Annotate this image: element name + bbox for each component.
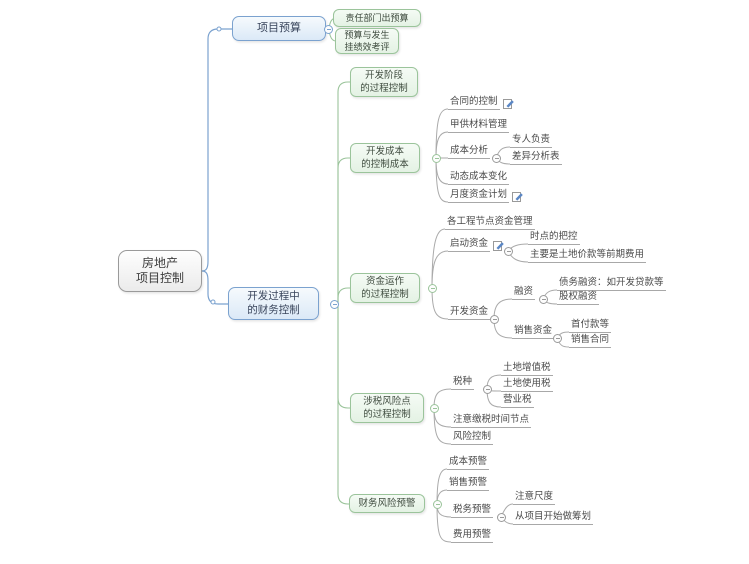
topic-perf-link[interactable]: 预算与发生 挂绩效考评 xyxy=(335,28,399,54)
topic-tax-alert[interactable]: 税务预警 xyxy=(451,504,494,518)
topic-plan-from-project-start[interactable]: 从项目开始做筹划 xyxy=(513,511,594,525)
topic-down-payment[interactable]: 首付款等 xyxy=(569,319,612,333)
topic-dept-budget[interactable]: 责任部门出预算 xyxy=(333,9,421,27)
topic-financial-risk-alert[interactable]: 财务风险预警 xyxy=(349,494,425,513)
topic-dedicated-person[interactable]: 专人负责 xyxy=(510,134,553,148)
topic-tax-payment-timing[interactable]: 注意缴税时间节点 xyxy=(451,414,532,428)
collapse-button-dev-cost[interactable] xyxy=(432,154,441,163)
collapse-button-cost-analysis[interactable] xyxy=(492,154,501,163)
root-topic[interactable]: 房地产 项目控制 xyxy=(118,250,202,292)
notes-icon[interactable] xyxy=(502,98,514,109)
topic-dev-stage-control[interactable]: 开发阶段 的过程控制 xyxy=(350,67,418,97)
collapse-button-capital-operation[interactable] xyxy=(428,284,437,293)
topic-project-node-funds-mgmt[interactable]: 各工程节点资金管理 xyxy=(445,216,535,230)
collapse-button-dev-funds[interactable] xyxy=(490,315,499,324)
topic-contract-control[interactable]: 合同的控制 xyxy=(448,96,514,110)
topic-cost-alert[interactable]: 成本预警 xyxy=(447,456,490,470)
topic-tax-types[interactable]: 税种 xyxy=(451,376,475,390)
topic-mind-the-scale[interactable]: 注意尺度 xyxy=(513,491,556,505)
topic-startup-funds[interactable]: 启动资金 xyxy=(448,238,504,252)
topic-capital-operation-control[interactable]: 资金运作 的过程控制 xyxy=(350,273,420,303)
topic-land-vat[interactable]: 土地增值税 xyxy=(501,362,553,376)
topic-risk-control[interactable]: 风险控制 xyxy=(451,431,494,445)
topic-timing-control[interactable]: 时点的把控 xyxy=(528,231,580,245)
collapse-button-project-budget[interactable] xyxy=(324,25,333,34)
notes-icon[interactable] xyxy=(512,191,523,202)
topic-variance-analysis-table[interactable]: 差异分析表 xyxy=(510,151,562,165)
collapse-button-tax-alert[interactable] xyxy=(497,513,506,522)
topic-tax-risk-control[interactable]: 涉税风险点 的过程控制 xyxy=(350,393,424,423)
collapse-button-financial-alert[interactable] xyxy=(433,500,442,509)
topic-financing[interactable]: 融资 xyxy=(512,286,536,300)
topic-sales-contract[interactable]: 销售合同 xyxy=(569,334,612,348)
topic-equity-financing[interactable]: 股权融资 xyxy=(557,291,600,305)
topic-sales-funds[interactable]: 销售资金 xyxy=(512,325,555,339)
collapse-button-financing[interactable] xyxy=(539,295,548,304)
collapse-button-tax-types[interactable] xyxy=(483,385,492,394)
collapse-button-dev-finance[interactable] xyxy=(330,300,339,309)
topic-development-funds[interactable]: 开发资金 xyxy=(448,306,491,320)
topic-business-tax[interactable]: 营业税 xyxy=(501,394,534,408)
collapse-button-tax-risk[interactable] xyxy=(430,404,439,413)
topic-project-budget[interactable]: 项目预算 xyxy=(232,16,326,41)
topic-sales-alert[interactable]: 销售预警 xyxy=(447,477,490,491)
topic-monthly-capital-plan[interactable]: 月度资金计划 xyxy=(448,189,523,203)
topic-owner-supplied-materials[interactable]: 甲供材料管理 xyxy=(448,119,510,133)
topic-land-price-upfront-cost[interactable]: 主要是土地价款等前期费用 xyxy=(528,249,647,263)
topic-debt-financing[interactable]: 债务融资：如开发贷款等 xyxy=(557,277,666,291)
collapse-button-sales-funds[interactable] xyxy=(553,334,562,343)
topic-expense-alert[interactable]: 费用预警 xyxy=(451,529,494,543)
topic-land-use-tax[interactable]: 土地使用税 xyxy=(501,378,553,392)
notes-icon[interactable] xyxy=(493,240,504,251)
topic-dev-cost-control[interactable]: 开发成本 的控制成本 xyxy=(350,143,420,173)
topic-cost-analysis[interactable]: 成本分析 xyxy=(448,145,491,159)
topic-dev-finance-control[interactable]: 开发过程中 的财务控制 xyxy=(228,287,319,320)
collapse-button-startup-funds[interactable] xyxy=(504,247,513,256)
topic-dynamic-cost-change[interactable]: 动态成本变化 xyxy=(448,171,510,185)
